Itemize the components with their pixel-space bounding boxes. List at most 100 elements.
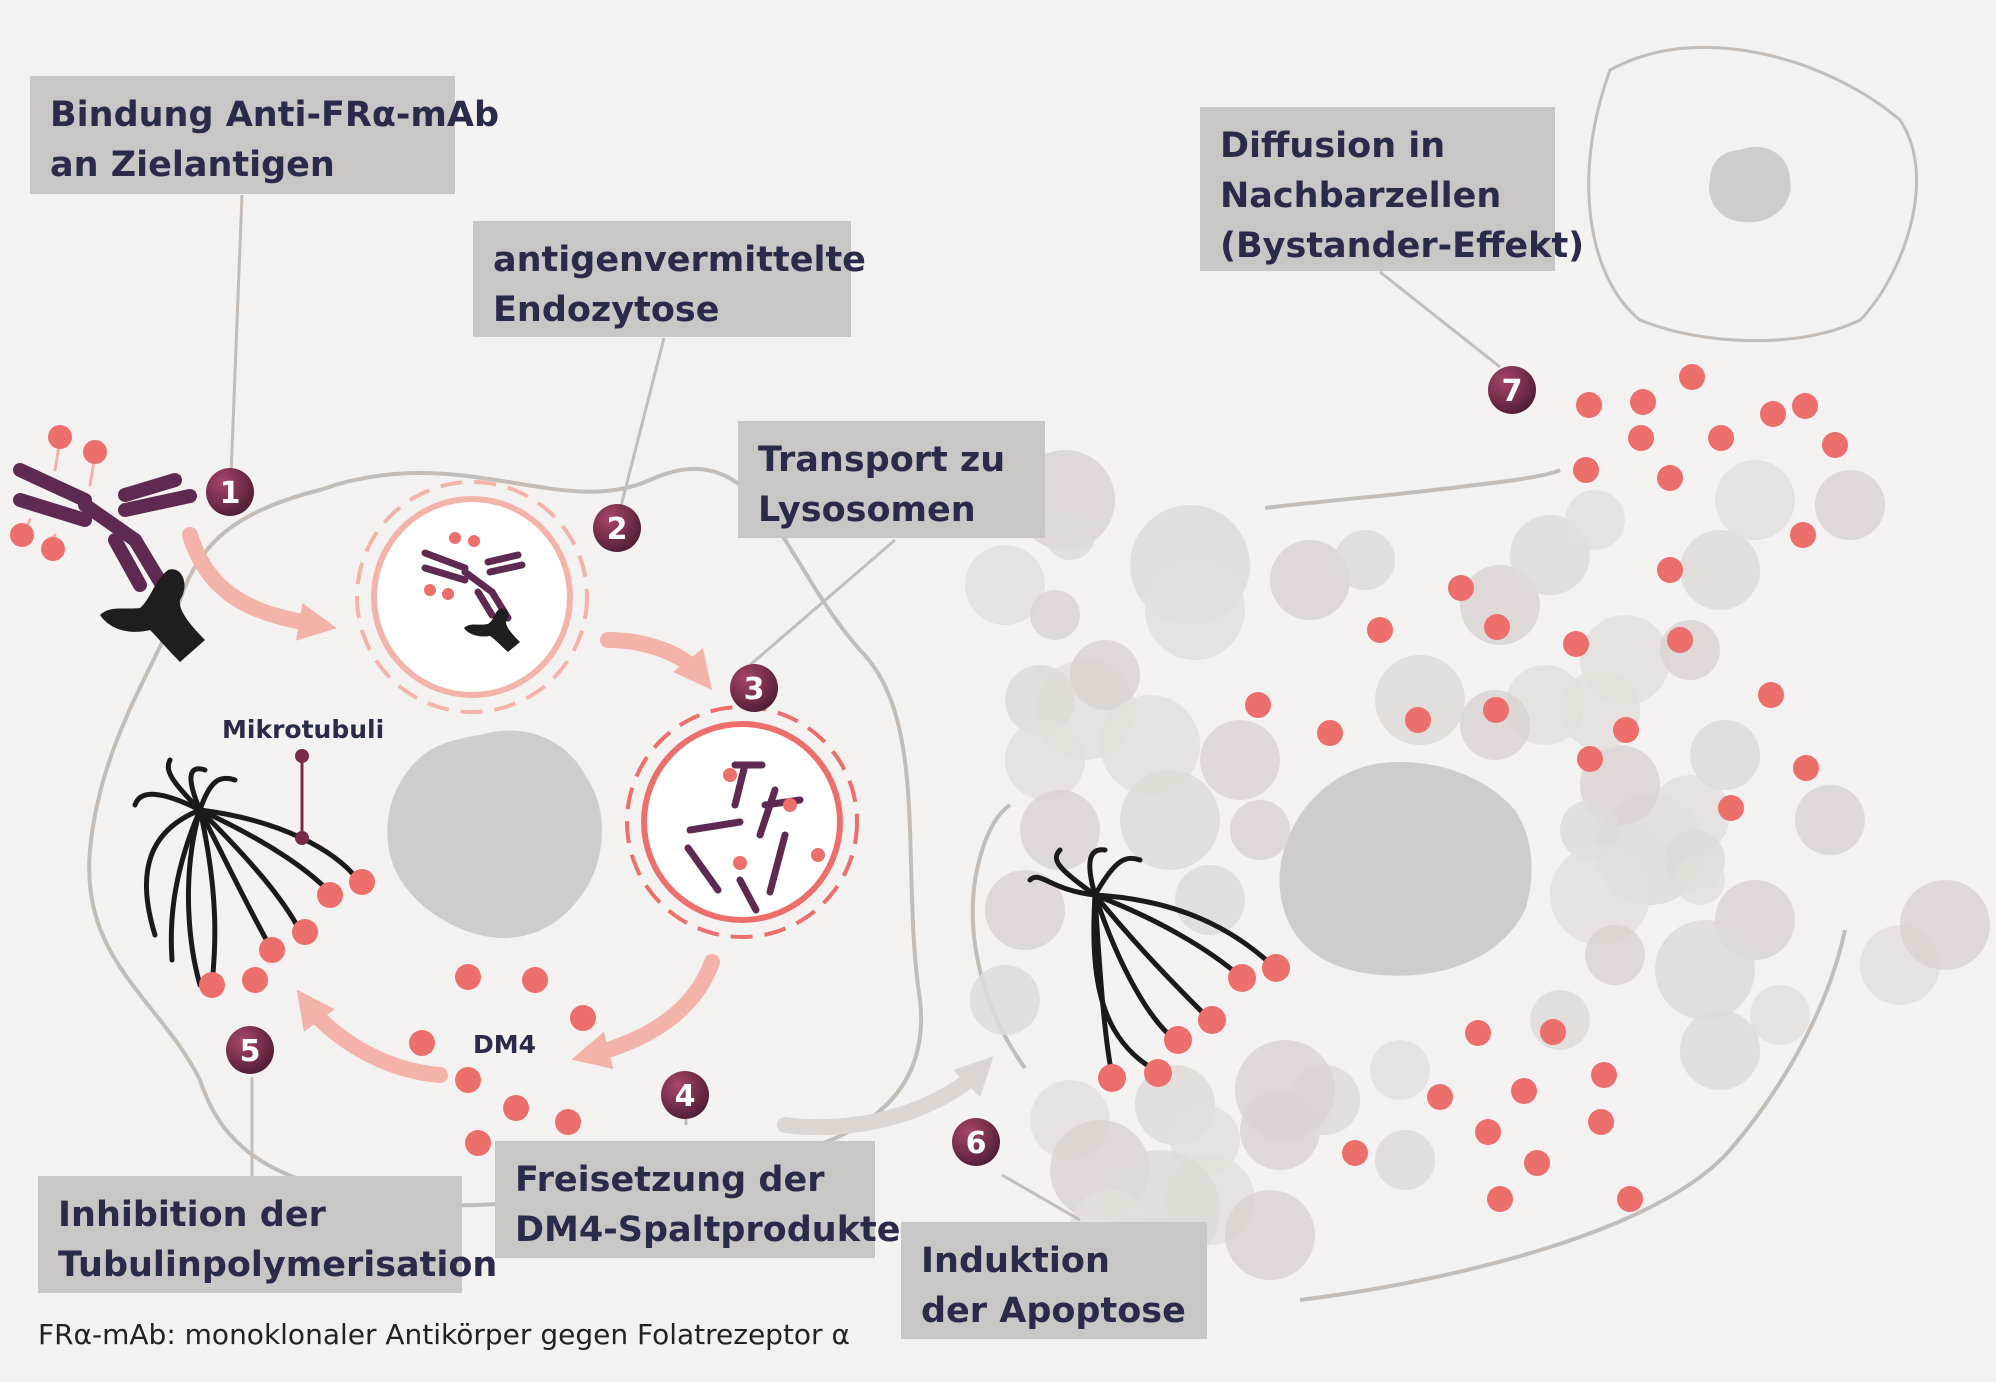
svg-text:2: 2 bbox=[607, 512, 628, 547]
dm4-dot bbox=[1793, 755, 1819, 781]
dm4-dot bbox=[409, 1030, 435, 1056]
dm4-dot bbox=[1475, 1119, 1501, 1145]
dm4-dot bbox=[1613, 717, 1639, 743]
apoptotic-body bbox=[1690, 720, 1760, 790]
dm4-dot bbox=[1790, 522, 1816, 548]
apoptotic-body bbox=[1715, 460, 1795, 540]
label-step7-line1: Diffusion in bbox=[1220, 126, 1446, 166]
antibody-payload-dots bbox=[10, 425, 107, 561]
apoptotic-body bbox=[1675, 855, 1725, 905]
dm4-dot bbox=[465, 1130, 491, 1156]
apoptotic-body bbox=[1585, 925, 1645, 985]
label-step4-line2: DM4-Spaltprodukte bbox=[515, 1210, 901, 1250]
dm4-dot bbox=[1317, 720, 1343, 746]
apoptotic-body bbox=[1680, 1010, 1760, 1090]
apoptotic-body bbox=[1100, 695, 1200, 795]
dm4-dot bbox=[1427, 1084, 1453, 1110]
label-step2-line2: Endozytose bbox=[493, 290, 720, 330]
dm4-dot bbox=[1758, 682, 1784, 708]
mikrotubuli-pointer-dot-top bbox=[295, 749, 309, 763]
apoptotic-body bbox=[1120, 770, 1220, 870]
svg-text:3: 3 bbox=[744, 672, 765, 707]
apoptotic-body bbox=[1030, 590, 1080, 640]
apoptotic-body bbox=[1550, 845, 1650, 945]
step-badge-3: 3 bbox=[730, 664, 778, 712]
step-badge-4: 4 bbox=[661, 1071, 709, 1119]
dm4-dot bbox=[1667, 627, 1693, 653]
dm4-dot bbox=[1657, 557, 1683, 583]
dm4-dot bbox=[1657, 465, 1683, 491]
apoptotic-body bbox=[1375, 1130, 1435, 1190]
apoptotic-body bbox=[1560, 800, 1620, 860]
callout-leader-lines bbox=[229, 194, 1501, 1222]
microtubule-bound-dm4-target bbox=[199, 869, 375, 998]
apoptotic-body bbox=[1680, 530, 1760, 610]
dm4-dot bbox=[1524, 1150, 1550, 1176]
label-step6-apoptosis: Induktion der Apoptose bbox=[901, 1222, 1207, 1339]
apoptotic-body bbox=[1375, 655, 1465, 745]
label-step4-line1: Freisetzung der bbox=[515, 1160, 825, 1200]
dm4-dot bbox=[1708, 425, 1734, 451]
dm4-dot bbox=[555, 1109, 581, 1135]
apoptotic-body bbox=[1045, 510, 1095, 560]
apoptotic-body bbox=[1795, 785, 1865, 855]
dm4-dot bbox=[1576, 392, 1602, 418]
step-badge-5: 5 bbox=[226, 1026, 274, 1074]
label-step3-line1: Transport zu bbox=[758, 440, 1006, 480]
svg-text:4: 4 bbox=[675, 1079, 696, 1114]
dm4-dot bbox=[1511, 1078, 1537, 1104]
apoptotic-body bbox=[1230, 800, 1290, 860]
dm4-dot bbox=[1448, 575, 1474, 601]
dm4-dot bbox=[1342, 1140, 1368, 1166]
apoptotic-cell-nucleus bbox=[1279, 762, 1532, 976]
neighbour-cell-membrane bbox=[1587, 45, 1919, 343]
tag-dm4: DM4 bbox=[473, 1030, 537, 1059]
apoptotic-body bbox=[1565, 490, 1625, 550]
dm4-dot bbox=[1563, 631, 1589, 657]
label-step6-line1: Induktion bbox=[921, 1241, 1110, 1281]
dm4-dot bbox=[1405, 707, 1431, 733]
dm4-dot bbox=[455, 964, 481, 990]
apoptotic-body bbox=[1005, 665, 1075, 735]
label-step2-endocytosis: antigenvermittelte Endozytose bbox=[473, 221, 866, 337]
dm4-dot bbox=[1573, 457, 1599, 483]
svg-text:5: 5 bbox=[240, 1034, 261, 1069]
dm4-dot bbox=[1792, 393, 1818, 419]
folate-receptor-antigen bbox=[100, 569, 205, 662]
step-badge-6: 6 bbox=[952, 1118, 1000, 1166]
dm4-dot bbox=[1540, 1019, 1566, 1045]
microtubule-spindle-apoptotic-cell bbox=[1027, 847, 1278, 1078]
microtubule-bound-dm4-apoptotic bbox=[1098, 954, 1290, 1092]
apoptotic-body bbox=[970, 965, 1040, 1035]
mikrotubuli-pointer-dot-bottom bbox=[295, 831, 309, 845]
label-step1-line2: an Zielantigen bbox=[50, 145, 335, 185]
apoptotic-body bbox=[1460, 690, 1530, 760]
apoptotic-body bbox=[1145, 560, 1245, 660]
apoptotic-body bbox=[1070, 640, 1140, 710]
dm4-dot bbox=[522, 967, 548, 993]
process-arrows bbox=[182, 527, 994, 1136]
step-badge-7: 7 bbox=[1488, 366, 1536, 414]
apoptotic-body bbox=[1020, 790, 1100, 870]
apoptotic-body bbox=[1335, 530, 1395, 590]
dm4-dot bbox=[1577, 746, 1603, 772]
label-step5-inhibition: Inhibition der Tubulinpolymerisation bbox=[38, 1176, 497, 1293]
dm4-dot bbox=[1245, 692, 1271, 718]
dm4-dot bbox=[455, 1067, 481, 1093]
footnote: FRα-mAb: monoklonaler Antikörper gegen F… bbox=[38, 1318, 850, 1351]
dm4-dot bbox=[1367, 617, 1393, 643]
apoptotic-body bbox=[1200, 720, 1280, 800]
dm4-dot bbox=[1630, 389, 1656, 415]
apoptotic-body bbox=[1660, 620, 1720, 680]
dm4-dot bbox=[1822, 432, 1848, 458]
lysosome bbox=[625, 705, 859, 939]
dm4-dot bbox=[1588, 1109, 1614, 1135]
svg-text:1: 1 bbox=[220, 476, 241, 511]
neighbour-cell-nucleus bbox=[1709, 146, 1791, 223]
apoptotic-body bbox=[1005, 720, 1085, 800]
step-badges: 1 2 3 4 5 6 7 bbox=[206, 366, 1536, 1166]
apoptotic-body bbox=[1900, 880, 1990, 970]
dm4-dot bbox=[1760, 401, 1786, 427]
step-badge-1: 1 bbox=[206, 468, 254, 516]
